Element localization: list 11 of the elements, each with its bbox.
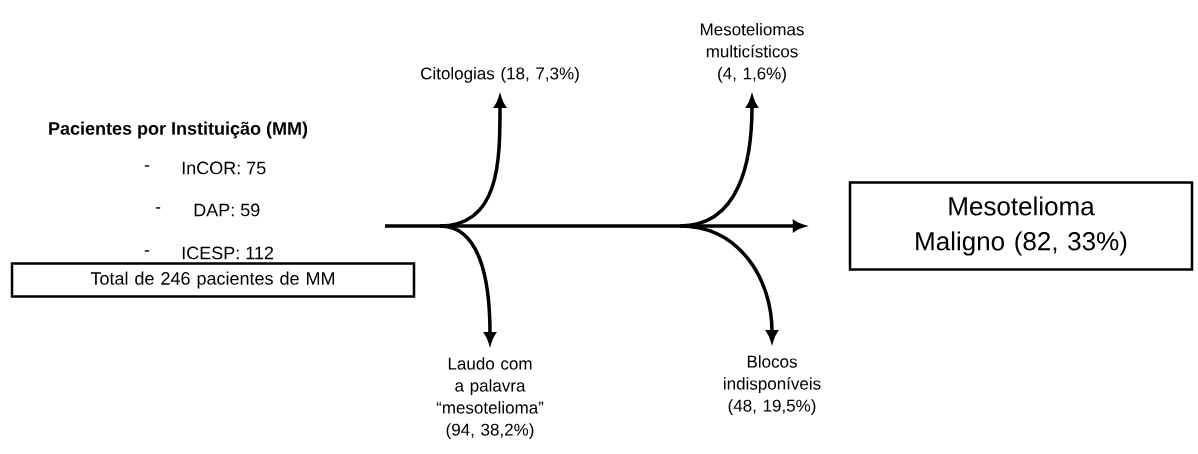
list-item: DAP: 59: [194, 203, 260, 217]
list-dash: -: [144, 165, 150, 167]
branch-label: Laudo com a palavra “mesotelioma” (94, 38,2%): [436, 357, 544, 439]
heading: Pacientes por Instituição (MM): [49, 121, 308, 139]
result-box: Mesotelioma Maligno (82, 33%): [848, 181, 1194, 271]
branch-label: Citologias (18, 7,3%): [421, 66, 579, 83]
branch-label: Blocos indisponíveis (48, 19,5%): [724, 355, 821, 415]
total-box: Total de 246 pacientes de MM: [10, 262, 416, 298]
list-dash: -: [155, 207, 161, 209]
branch-label: Mesoteliomas multicísticos (4, 1,6%): [700, 22, 804, 83]
list-item: InCOR: 75: [182, 161, 266, 175]
